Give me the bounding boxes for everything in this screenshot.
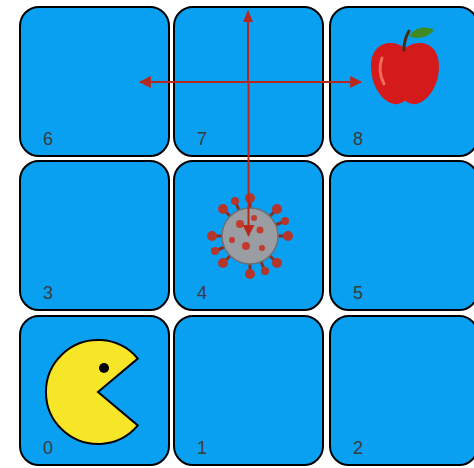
cell-number: 5 — [353, 284, 363, 302]
grid-cell: 4 — [173, 160, 324, 311]
cell-number: 7 — [197, 130, 207, 148]
grid-cell: 7 — [173, 6, 324, 157]
apple-icon — [371, 28, 439, 105]
cell-number: 6 — [43, 130, 53, 148]
pacman-icon — [46, 340, 138, 444]
grid-cell: 6 — [19, 6, 170, 157]
up-arrow — [243, 10, 253, 82]
cell-number: 4 — [197, 284, 207, 302]
cell-number: 3 — [43, 284, 53, 302]
grid-cell: 1 — [173, 315, 324, 466]
grid-cell: 3 — [19, 160, 170, 311]
cell-number: 2 — [353, 439, 363, 457]
move-arrow — [140, 81, 249, 83]
grid-cell: 2 — [329, 315, 474, 466]
move-arrow — [248, 82, 250, 236]
cell-number: 8 — [353, 130, 363, 148]
grid-cell: 0 — [19, 315, 170, 466]
cell-number: 0 — [43, 439, 53, 457]
grid-cell: 8 — [329, 6, 474, 157]
virus-icon — [207, 193, 293, 279]
cell-number: 1 — [197, 439, 207, 457]
move-arrow — [249, 81, 362, 83]
grid-cell: 5 — [329, 160, 474, 311]
